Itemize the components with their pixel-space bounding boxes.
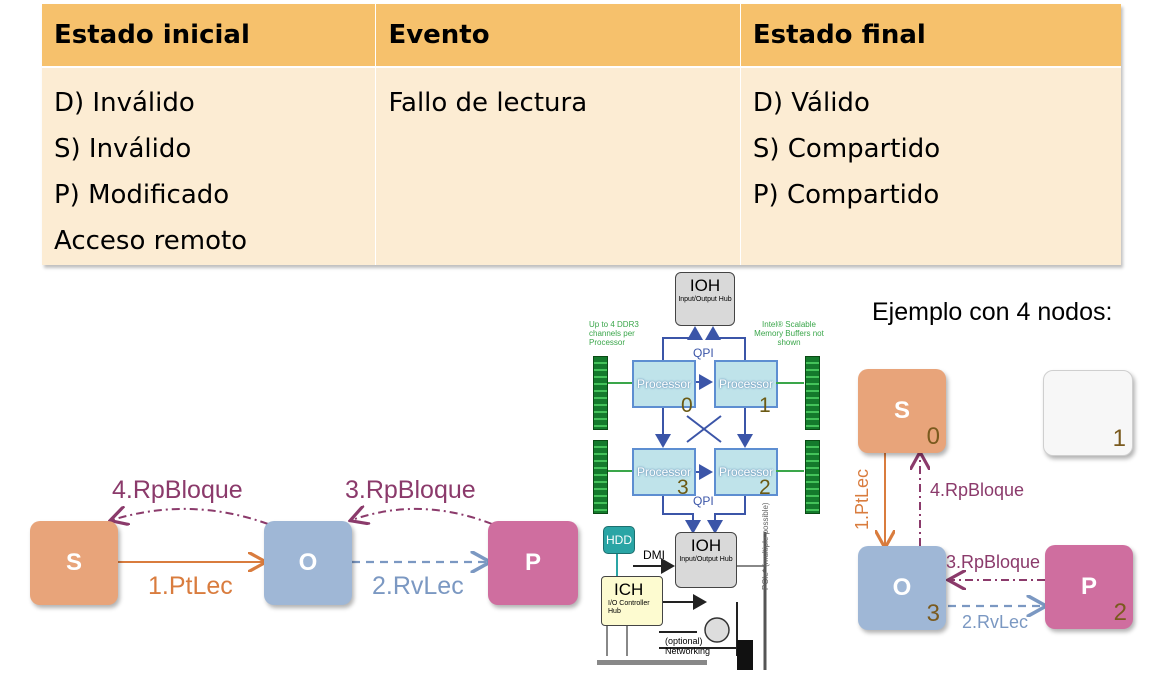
ex-label-rpbloque-3: 3.RpBloque [946,552,1041,572]
processor-0: Processor [632,360,696,408]
header-estado-final: Estado final [740,4,1121,67]
ex-node-p: P 2 [1045,545,1133,629]
dimm-bank [805,440,820,514]
ioh-top-label: IOH [689,276,721,295]
qpi-top-label: QPI [693,346,714,360]
example-title: Ejemplo con 4 nodos: [872,298,1113,326]
topology-links [597,326,767,670]
final-state-line: S) Compartido [752,134,941,164]
node-o: O [264,521,352,605]
system-topology: IOH Input/Output Hub Up to 4 DDR3 channe… [587,270,827,672]
processor-3: Processor [632,448,696,496]
ich-label: ICH [614,580,644,599]
ex-label-ptlec: 1.PtLec [852,468,872,530]
processor-3-label: Processor [636,465,692,479]
ex-node-empty-num: 1 [1112,425,1126,452]
processor-2: Processor [714,448,778,496]
node-p: P [488,521,578,605]
node-o-label: O [298,549,318,576]
hdd-label: HDD [606,533,632,547]
label-ptlec: 1.PtLec [148,572,233,600]
smb-note: Intel® Scalable Memory Buffers not shown [754,320,824,347]
dimm-bank [805,356,820,430]
memory-link [608,382,632,384]
node-s-label: S [65,549,82,576]
proc-num-3: 3 [677,476,689,499]
proc-num-0: 0 [681,394,693,417]
processor-2-label: Processor [718,465,774,479]
ioh-top-sublabel: Input/Output Hub [678,296,732,303]
ex-node-s: S 0 [858,369,946,453]
ioh-top: IOH Input/Output Hub [675,272,735,326]
initial-state-line: Acceso remoto [54,226,248,256]
ex-node-s-num: 0 [926,423,940,450]
dimm-bank [593,440,608,514]
event-line: Fallo de lectura [388,88,588,118]
ioh-bottom: IOH Input/Output Hub [675,532,737,588]
example-arrows [840,440,1159,670]
table-row: D) Inválido S) Inválido P) Modificado Ac… [42,66,1121,265]
memory-link [776,382,804,384]
ioh-bottom-sublabel: Input/Output Hub [679,556,733,563]
cell-initial-state: D) Inválido S) Inválido P) Modificado Ac… [42,66,377,265]
ex-label-rpbloque-4: 4.RpBloque [930,480,1025,500]
table-header-row: Estado inicial Evento Estado final [42,4,1121,67]
initial-state-line: D) Inválido [54,88,195,118]
header-estado-inicial: Estado inicial [42,4,377,67]
label-rpbloque-4: 4.RpBloque [112,476,243,504]
ex-node-o-num: 3 [926,600,940,627]
node-p-label: P [524,549,541,576]
state-transition-table: Estado inicial Evento Estado final D) In… [42,4,1121,265]
flow-arrows [0,270,590,678]
label-rpbloque-3: 3.RpBloque [345,476,476,504]
ddr-note: Up to 4 DDR3 channels per Processor [589,320,639,347]
ex-label-rvlec: 2.RvLec [962,612,1029,632]
header-evento: Evento [375,4,741,67]
ex-node-o-label: O [892,574,912,601]
ex-node-s-label: S [893,397,910,424]
ex-node-o: O 3 [858,546,946,630]
memory-link [608,470,632,472]
ex-node-p-label: P [1080,573,1097,600]
processor-1-label: Processor [718,377,774,391]
final-state-line: P) Compartido [752,180,940,210]
cell-final-state: D) Válido S) Compartido P) Compartido [740,66,1121,265]
initial-state-line: S) Inválido [54,134,192,164]
ex-node-empty: 1 [1043,370,1133,456]
node-s: S [30,521,118,605]
dimm-bank [593,356,608,430]
arrow-rpbloque-4 [112,509,269,524]
ich-sublabel: I/O Controller Hub [608,600,650,615]
ex-node-p-num: 2 [1113,599,1127,626]
ioh-bottom-label: IOH [690,536,722,555]
processor-0-label: Processor [636,377,692,391]
proc-num-1: 1 [759,394,771,417]
memory-link [776,470,804,472]
final-state-line: D) Válido [752,88,870,118]
label-rvlec: 2.RvLec [372,572,464,600]
pcie-note: PCIe* (multiple possible) [761,502,770,590]
ich: ICH I/O Controller Hub [601,576,663,626]
initial-state-line: P) Modificado [54,180,230,210]
qpi-bottom-label: QPI [693,494,714,508]
proc-num-2: 2 [759,476,771,499]
arrow-rpbloque-3 [352,509,493,524]
hdd-icon: HDD [603,526,635,554]
networking-label: (optional) Networking [665,636,711,656]
processor-1: Processor [714,360,778,408]
dmi-label: DMI [643,548,665,562]
cell-event: Fallo de lectura [375,66,741,265]
